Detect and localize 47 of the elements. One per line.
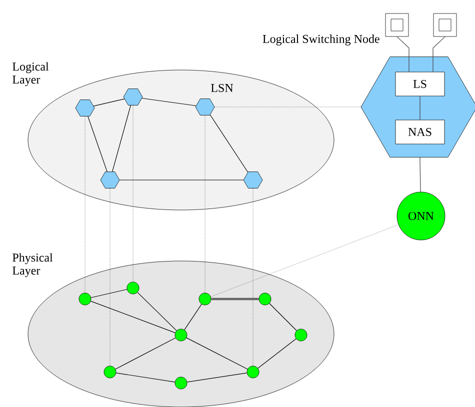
connector-line — [252, 188, 254, 366]
port-box — [385, 13, 409, 37]
connector-line — [204, 115, 206, 293]
hexagon-node — [75, 100, 95, 116]
circle-node — [258, 292, 272, 306]
circle-node — [78, 292, 92, 306]
circle-node — [198, 292, 212, 306]
circle-node — [174, 328, 188, 342]
link-line — [90, 300, 176, 334]
link-line — [258, 338, 296, 368]
hexagon-node — [100, 172, 120, 188]
connector-line — [210, 224, 399, 297]
link-line — [184, 304, 202, 330]
circle-node — [246, 366, 260, 378]
link-line — [432, 36, 446, 72]
circle-node — [174, 376, 188, 390]
component-box: LS — [395, 72, 445, 96]
link-line — [269, 303, 297, 331]
circle-node — [126, 282, 140, 294]
link-line — [210, 114, 248, 172]
hexagon-node — [195, 98, 215, 116]
link-line — [186, 338, 248, 370]
node-label: Physical — [12, 253, 53, 264]
link-line — [93, 98, 125, 106]
circle-node — [104, 366, 116, 378]
link-line — [112, 105, 131, 172]
port-box — [433, 13, 457, 37]
node-label: Logical Switching Node — [262, 34, 380, 46]
link-line — [115, 338, 176, 370]
link-line — [186, 372, 248, 382]
link-line — [137, 292, 177, 331]
node-label: Logical — [12, 62, 49, 74]
circle-node — [294, 328, 308, 342]
component-box: NAS — [395, 120, 445, 144]
link-line — [420, 157, 421, 192]
link-line — [88, 116, 108, 172]
connector-line — [214, 106, 361, 108]
hexagon-node — [123, 88, 143, 106]
connector-line — [84, 116, 86, 293]
link-line — [211, 298, 259, 300]
link-line — [396, 36, 410, 72]
node-label: LSN — [211, 84, 234, 92]
link-line — [116, 372, 176, 382]
hexagon-node — [243, 172, 263, 188]
link-line — [90, 289, 128, 298]
link-line — [142, 98, 196, 106]
connector-line — [132, 105, 134, 282]
